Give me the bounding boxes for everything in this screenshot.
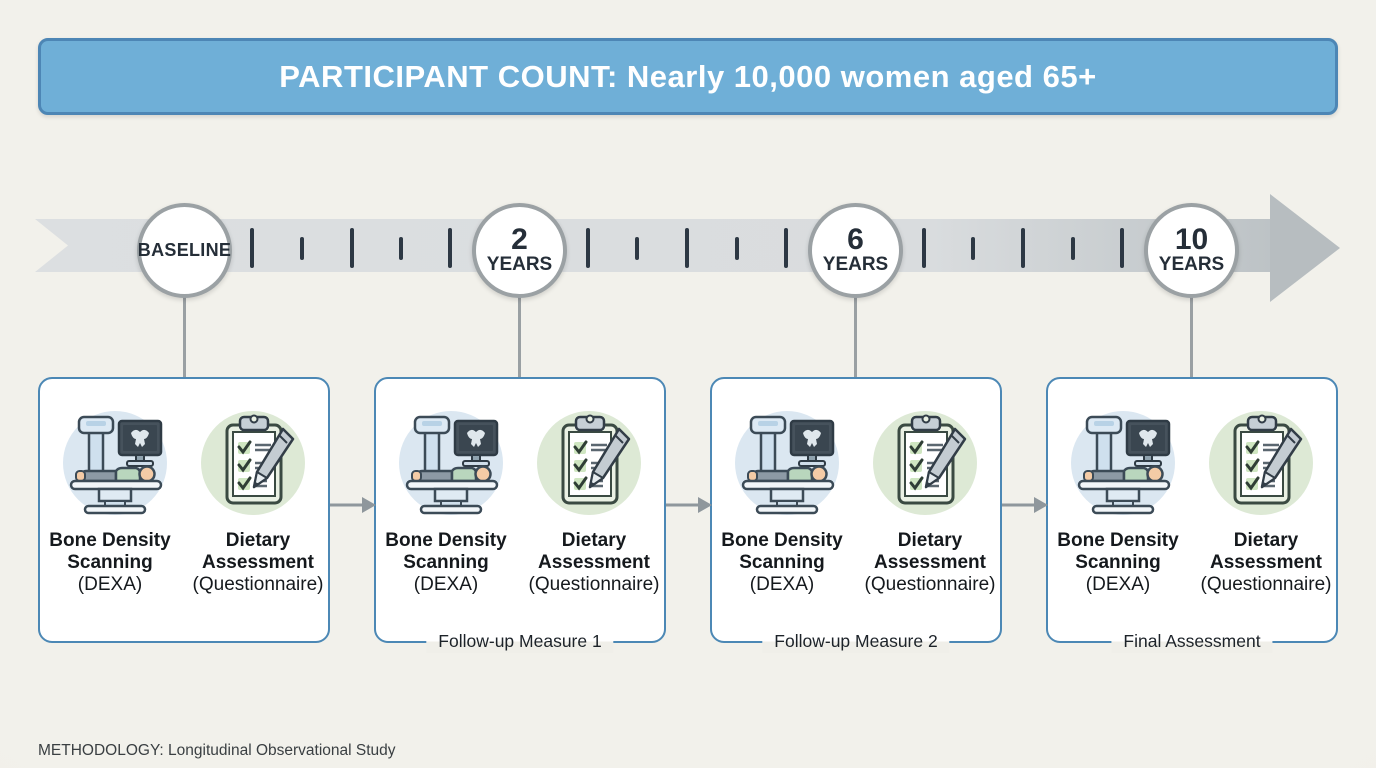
header-title: PARTICIPANT COUNT: Nearly 10,000 women a…: [279, 58, 1097, 94]
measure-label-bone-density: Bone Density Scanning (DEXA): [1057, 530, 1179, 596]
card-flow-arrow-icon: [666, 495, 712, 515]
timeline-tick: [350, 228, 354, 268]
timeline-tick: [399, 237, 403, 260]
milestone-sublabel: YEARS: [486, 254, 553, 276]
milestone-label: 10: [1174, 223, 1209, 257]
dexa-scanner-icon: [397, 409, 505, 517]
timeline-tick: [1021, 228, 1025, 268]
timeline-tick: [448, 228, 452, 268]
timeline-tick: [300, 237, 304, 260]
timeline-tick: [735, 237, 739, 260]
measure-label-bone-density: Bone Density Scanning (DEXA): [721, 530, 843, 596]
clipboard-checklist-icon: [199, 409, 307, 517]
timeline-tick: [1120, 228, 1124, 268]
header-banner: PARTICIPANT COUNT: Nearly 10,000 women a…: [38, 38, 1338, 115]
timeline-tick: [635, 237, 639, 260]
timeline-tick: [971, 237, 975, 260]
card-caption: Final Assessment: [1111, 630, 1273, 653]
measure-label-dietary: Dietary Assessment (Questionnaire): [1200, 530, 1332, 596]
timeline-tick: [250, 228, 254, 268]
assessment-card-final: Bone Density Scanning (DEXA) Dietary Ass…: [1046, 377, 1338, 653]
milestone-connector: [1190, 297, 1193, 377]
timeline-tick: [922, 228, 926, 268]
milestone-circle-6-years: 6 YEARS: [808, 203, 903, 298]
assessment-card-followup-1: Bone Density Scanning (DEXA) Dietary Ass…: [374, 377, 666, 653]
measure-label-bone-density: Bone Density Scanning (DEXA): [49, 530, 171, 596]
timeline-arrowhead-icon: [1270, 194, 1340, 302]
milestone-circle-10-years: 10 YEARS: [1144, 203, 1239, 298]
assessment-card-baseline: Bone Density Scanning (DEXA) Dietary Ass…: [38, 377, 330, 643]
measure-label-dietary: Dietary Assessment (Questionnaire): [864, 530, 996, 596]
timeline-tick: [1071, 237, 1075, 260]
timeline-tick: [784, 228, 788, 268]
assessment-card-followup-2: Bone Density Scanning (DEXA) Dietary Ass…: [710, 377, 1002, 653]
milestone-sublabel: YEARS: [822, 254, 889, 276]
milestone-label: BASELINE: [137, 240, 232, 260]
milestone-label: 2: [511, 223, 528, 257]
methodology-text: METHODOLOGY: Longitudinal Observational …: [38, 742, 396, 759]
milestone-circle-2-years: 2 YEARS: [472, 203, 567, 298]
milestone-circle-baseline: BASELINE: [137, 203, 232, 298]
card-flow-arrow-icon: [1002, 495, 1048, 515]
dexa-scanner-icon: [61, 409, 169, 517]
card-caption: Follow-up Measure 1: [426, 630, 614, 653]
card-flow-arrow-icon: [330, 495, 376, 515]
milestone-connector: [183, 297, 186, 377]
milestone-connector: [854, 297, 857, 377]
measure-label-dietary: Dietary Assessment (Questionnaire): [528, 530, 660, 596]
timeline-tick: [586, 228, 590, 268]
measure-label-bone-density: Bone Density Scanning (DEXA): [385, 530, 507, 596]
milestone-connector: [518, 297, 521, 377]
dexa-scanner-icon: [733, 409, 841, 517]
clipboard-checklist-icon: [535, 409, 643, 517]
measure-label-dietary: Dietary Assessment (Questionnaire): [192, 530, 324, 596]
clipboard-checklist-icon: [1207, 409, 1315, 517]
milestone-sublabel: YEARS: [1158, 254, 1225, 276]
dexa-scanner-icon: [1069, 409, 1177, 517]
clipboard-checklist-icon: [871, 409, 979, 517]
timeline-tick: [685, 228, 689, 268]
card-caption: Follow-up Measure 2: [762, 630, 950, 653]
milestone-label: 6: [847, 223, 864, 257]
